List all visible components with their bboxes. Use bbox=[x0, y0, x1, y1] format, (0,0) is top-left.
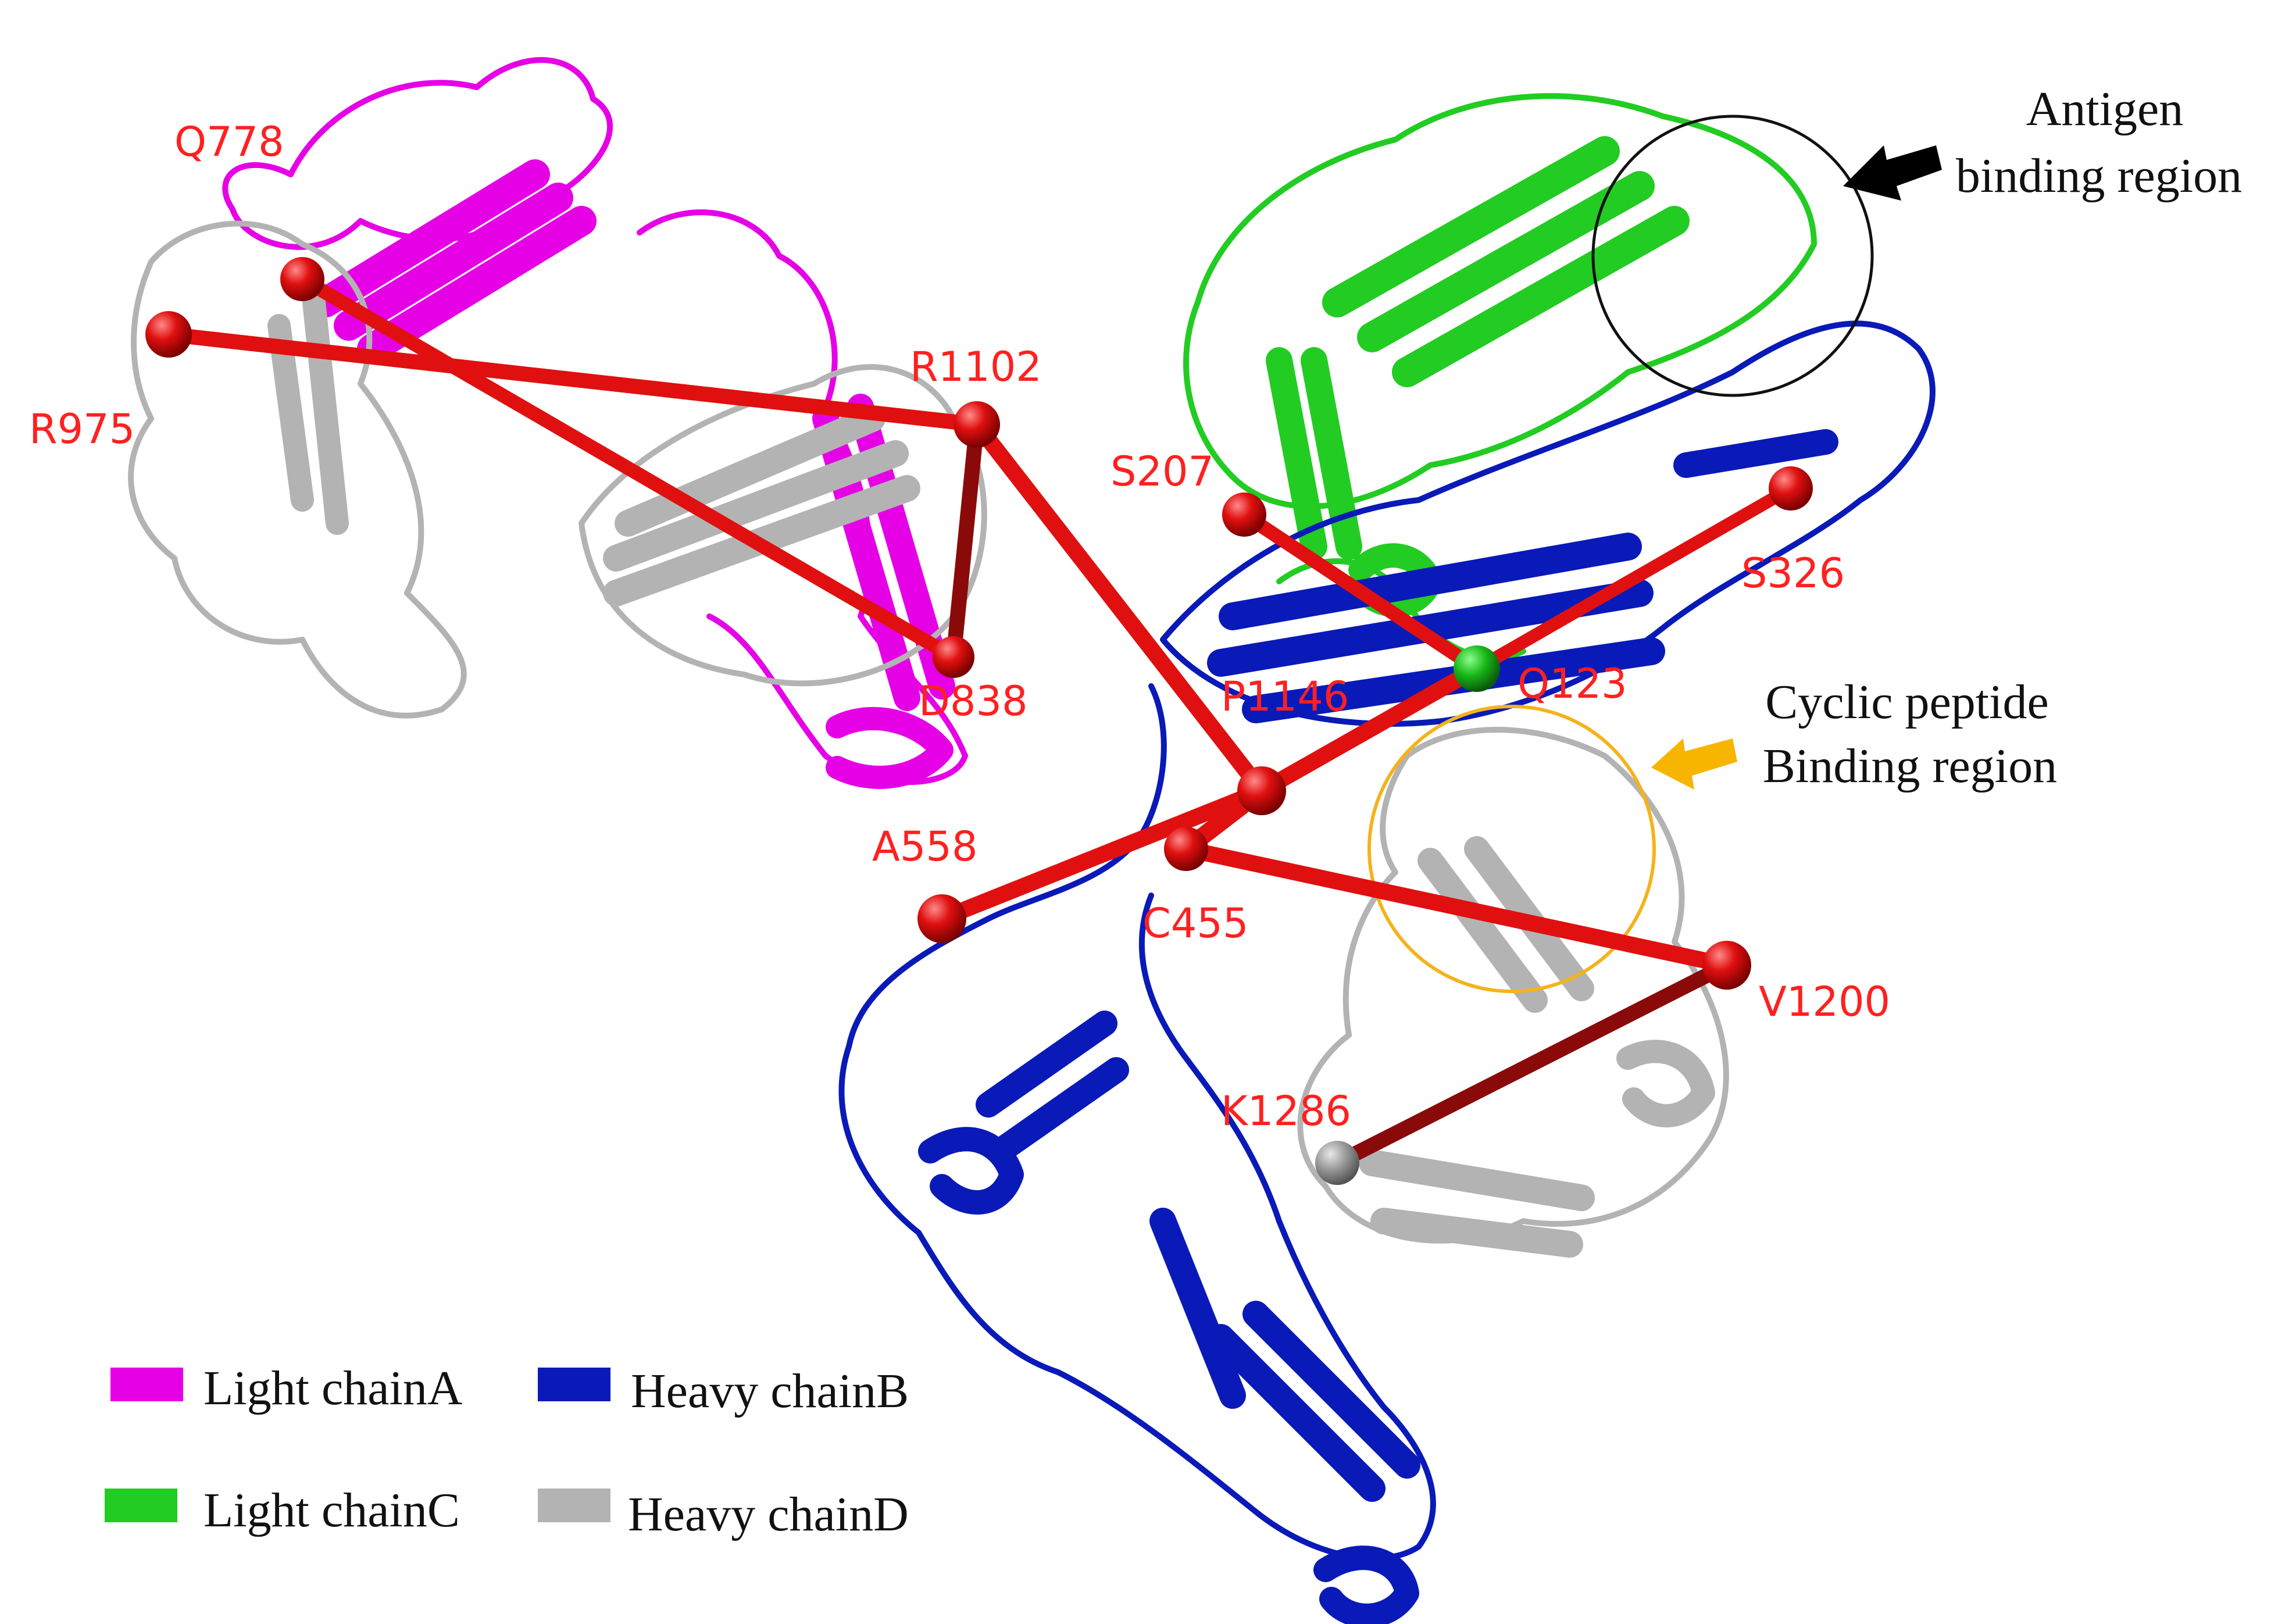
sphere-a558 bbox=[917, 894, 966, 943]
sphere-d838 bbox=[933, 636, 974, 678]
link-s207-q123 bbox=[1237, 508, 1484, 676]
sphere-r975 bbox=[145, 311, 192, 358]
sphere-c455 bbox=[1164, 827, 1208, 871]
residue-label-d838: D838 bbox=[919, 677, 1028, 725]
residue-label-q778: Q778 bbox=[174, 118, 284, 166]
legend-label-light-chain-c: Light chainC bbox=[203, 1483, 460, 1537]
antigen-region-label-line2: binding region bbox=[1956, 149, 2242, 203]
antigen-arrow-icon bbox=[1843, 145, 1942, 201]
peptide-region-label-line1: Cyclic peptide bbox=[1765, 675, 2049, 729]
heavy-chain-b-structure bbox=[838, 320, 1936, 1624]
sphere-q123 bbox=[1454, 645, 1500, 692]
residue-label-a558: A558 bbox=[872, 823, 978, 870]
link-v1200-k1286 bbox=[1330, 958, 1734, 1170]
antigen-region-label-line1: Antigen bbox=[2026, 82, 2184, 136]
sphere-r1102 bbox=[954, 401, 1000, 448]
peptide-arrow-icon bbox=[1651, 738, 1737, 790]
legend-swatch-light-chain-a bbox=[110, 1368, 183, 1401]
legend-label-light-chain-a: Light chainA bbox=[203, 1361, 463, 1415]
link-s326-q123 bbox=[1470, 482, 1797, 675]
legend-swatch-heavy-chain-b bbox=[538, 1368, 610, 1401]
cyclic-peptide-binding-region-circle bbox=[1367, 705, 1656, 993]
sphere-v1200 bbox=[1702, 941, 1751, 990]
link-r975-r1102 bbox=[161, 327, 984, 432]
link-r1102-p1146 bbox=[969, 416, 1270, 799]
link-q778-d838 bbox=[295, 272, 960, 664]
residue-label-r975: R975 bbox=[29, 405, 135, 453]
residue-label-s207: S207 bbox=[1110, 448, 1214, 495]
sphere-k1286 bbox=[1315, 1141, 1359, 1185]
sphere-s207 bbox=[1222, 492, 1266, 537]
legend-label-heavy-chain-b: Heavy chainB bbox=[631, 1364, 909, 1418]
residue-label-q123: Q123 bbox=[1517, 660, 1627, 708]
residue-label-v1200: V1200 bbox=[1759, 978, 1890, 1026]
residue-label-c455: C455 bbox=[1142, 900, 1249, 947]
legend-swatch-light-chain-c bbox=[105, 1489, 177, 1522]
residue-label-p1146: P1146 bbox=[1221, 673, 1349, 720]
link-a558-p1146 bbox=[934, 783, 1270, 927]
residue-spheres bbox=[145, 257, 1813, 1185]
residue-label-r1102: R1102 bbox=[910, 343, 1042, 391]
residue-label-s326: S326 bbox=[1741, 549, 1845, 597]
residue-labels: Q778 R975 R1102 D838 S207 S326 Q123 P114… bbox=[29, 118, 1890, 1135]
legend: Light chainA Heavy chainB Light chainC H… bbox=[105, 1361, 909, 1541]
legend-label-heavy-chain-d: Heavy chainD bbox=[628, 1487, 909, 1541]
link-c455-v1200 bbox=[1178, 841, 1735, 973]
sphere-p1146 bbox=[1237, 766, 1286, 815]
link-r1102-d838 bbox=[946, 417, 984, 665]
link-q123-p1146 bbox=[1254, 661, 1485, 799]
sphere-q778 bbox=[280, 257, 324, 301]
residue-label-k1286: K1286 bbox=[1221, 1087, 1351, 1135]
antigen-binding-region-circle bbox=[1591, 115, 1874, 397]
sphere-s326 bbox=[1769, 466, 1813, 511]
peptide-region-label-line2: Binding region bbox=[1763, 739, 2057, 793]
legend-swatch-heavy-chain-d bbox=[538, 1489, 610, 1522]
